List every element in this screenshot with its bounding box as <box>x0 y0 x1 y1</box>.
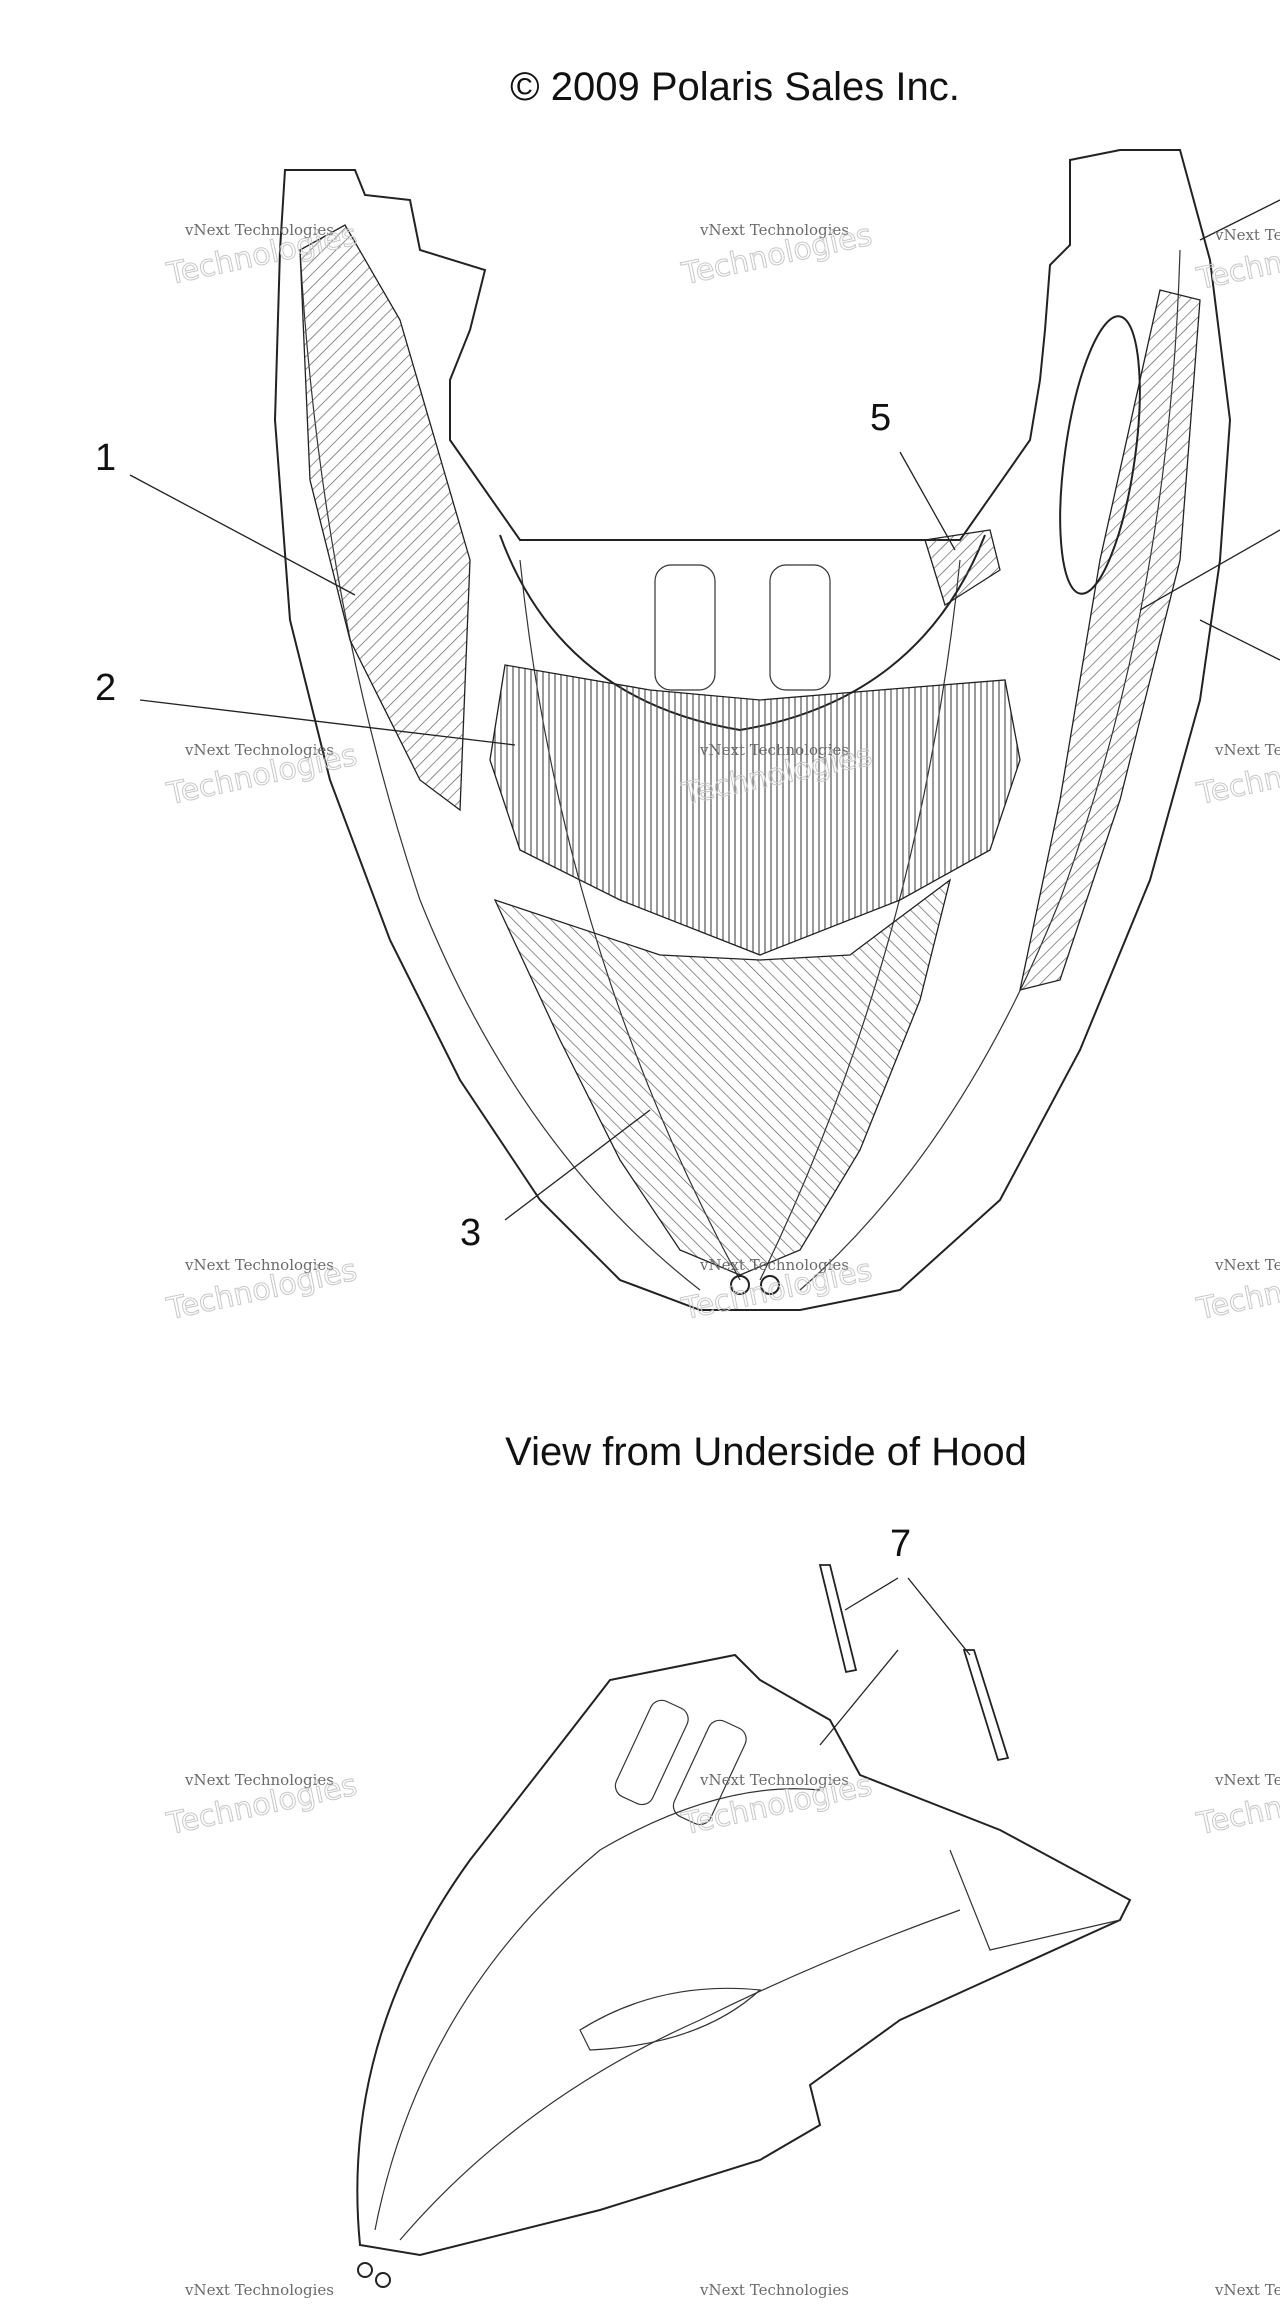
watermark-line: vNext Technologies <box>699 1771 849 1789</box>
decal-2-windshield <box>489 664 1021 956</box>
watermark: vNext Technologies <box>1214 2281 1280 2299</box>
callout-1-leader <box>129 474 356 596</box>
right-edge-leader-c <box>1199 619 1280 661</box>
callout-7-leader-b <box>907 1577 971 1656</box>
nose-bolt-right <box>760 1275 780 1295</box>
underside-vent-left <box>614 1699 689 1806</box>
watermark: vNext Technologies Technologies <box>678 1252 876 1328</box>
callout-7-label: 7 <box>890 1523 911 1565</box>
dash-vent-left <box>654 564 716 691</box>
watermark: vNext Technologies Technologies <box>1193 737 1280 813</box>
watermark: vNext Technologies Technologies <box>678 1767 876 1843</box>
watermark: vNext Technologies Technologies <box>163 1767 361 1843</box>
watermark: vNext Technologies Technologies <box>1193 1767 1280 1843</box>
underside-vent-right <box>672 1719 747 1826</box>
watermark-line: vNext Technologies <box>1214 1256 1280 1274</box>
watermark-line: vNext Technologies <box>699 221 849 239</box>
watermark-line: vNext Technologies <box>699 1256 849 1274</box>
callout-7-leader-a <box>844 1577 899 1611</box>
underside-hood-outline <box>356 1653 1132 2257</box>
callout-5-leader <box>899 451 956 551</box>
callout-1: 1 <box>95 437 356 596</box>
watermark: vNext Technologies <box>184 2281 334 2299</box>
watermark-line: vNext Technologies <box>184 221 334 239</box>
view-caption: View from Underside of Hood <box>505 1430 1027 1474</box>
watermark: vNext Technologies Technologies <box>163 1252 361 1328</box>
watermark-line: vNext Technologies <box>699 741 849 759</box>
right-vent-oval <box>1059 315 1141 595</box>
underside-inner-curve-d <box>949 1849 1121 1951</box>
underside-inner-curve-b <box>399 1909 961 2241</box>
callout-2: 2 <box>95 667 516 746</box>
watermark: vNext Technologies Technologies <box>678 217 876 293</box>
copyright-text: © 2009 Polaris Sales Inc. <box>510 65 960 109</box>
callout-3: 3 <box>460 1109 651 1254</box>
underside-inner-curve-c <box>579 1987 762 2051</box>
callout-3-leader <box>504 1109 651 1221</box>
right-edge-leader-b <box>1139 529 1280 611</box>
underside-bolt-right <box>375 2272 391 2288</box>
callout-1-label: 1 <box>95 437 116 479</box>
decal-7-strip-right <box>962 1649 1010 1762</box>
decal-5-panel <box>924 529 1001 607</box>
watermark: vNext Technologies Technologies <box>1193 1252 1280 1328</box>
hood-underside-view <box>356 1564 1132 2288</box>
watermark-line: vNext Technologies <box>1214 741 1280 759</box>
decal-1-left-panel <box>299 224 471 812</box>
watermark-line: vNext Technologies <box>184 741 334 759</box>
decal-right-panel <box>1019 289 1201 991</box>
underside-bolt-left <box>357 2262 373 2278</box>
callout-3-label: 3 <box>460 1212 481 1254</box>
watermark-line: vNext Technologies <box>184 2281 334 2299</box>
callout-7: 7 <box>819 1523 971 1746</box>
watermark-line: vNext Technologies <box>699 2281 849 2299</box>
callout-2-label: 2 <box>95 667 116 709</box>
hood-top-view <box>273 149 1232 1311</box>
dash-vent-right <box>769 564 831 691</box>
callout-7-leader-c <box>819 1649 899 1746</box>
hood-outer-outline <box>273 149 1232 1311</box>
watermark-line: vNext Technologies <box>1214 226 1280 244</box>
watermark: vNext Technologies <box>699 2281 849 2299</box>
decal-7-strip-left <box>818 1564 858 1674</box>
underside-inner-curve-a <box>374 1788 821 2231</box>
callout-5-label: 5 <box>870 397 891 439</box>
nose-bolt-left <box>730 1275 750 1295</box>
watermark-line: vNext Technologies <box>1214 1771 1280 1789</box>
right-edge-leader-a <box>1199 199 1280 241</box>
watermark-line: vNext Technologies <box>184 1771 334 1789</box>
decal-3-nose <box>493 878 952 1276</box>
watermark-line: vNext Technologies <box>1214 2281 1280 2299</box>
watermark: vNext Technologies Technologies <box>1193 222 1280 298</box>
callout-5: 5 <box>870 397 956 551</box>
callout-2-leader <box>139 699 516 746</box>
watermark-line: vNext Technologies <box>184 1256 334 1274</box>
watermark: vNext Technologies Technologies <box>163 737 361 813</box>
